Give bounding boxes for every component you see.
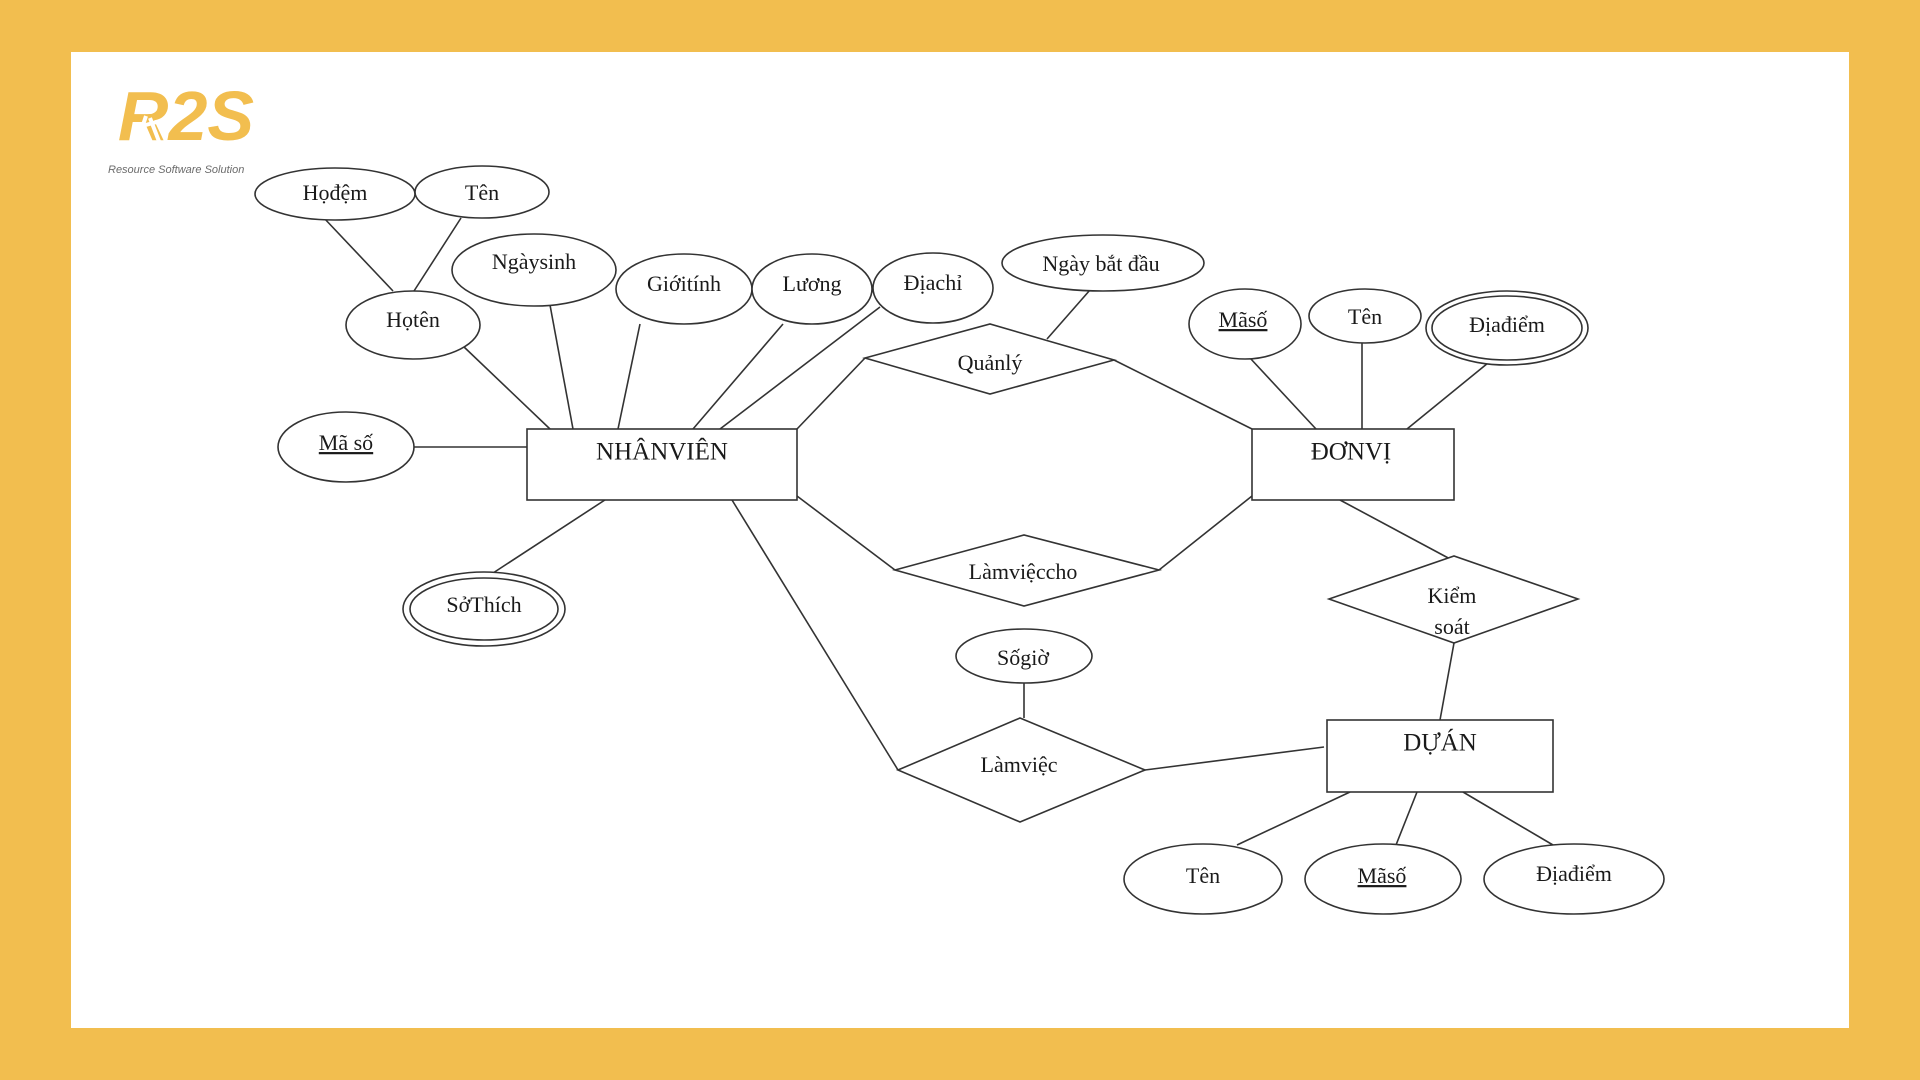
svg-text:Lương: Lương xyxy=(783,271,842,296)
relationship-quanly-label: Quảnlý xyxy=(958,350,1023,375)
svg-text:Họtên: Họtên xyxy=(386,307,440,332)
attribute-donvi-diadiem-multivalued: Địađiểm xyxy=(1425,290,1589,366)
relationship-kiem-soat: Kiểm soát xyxy=(1326,555,1581,644)
logo-tagline: Resource Software Solution xyxy=(108,164,245,176)
relationship-quanly: Quảnlý xyxy=(862,323,1117,395)
svg-text:Địađiểm: Địađiểm xyxy=(1536,861,1612,886)
svg-text:Tên: Tên xyxy=(465,180,499,205)
svg-text:Ngày bắt đầu: Ngày bắt đầu xyxy=(1042,251,1159,276)
entity-duan-label: DỰÁN xyxy=(1403,729,1477,757)
attribute-gioitinh: Giớitính xyxy=(615,253,753,325)
svg-text:Tên: Tên xyxy=(1348,304,1382,329)
attribute-hodem: Họđệm xyxy=(254,167,416,221)
svg-text:Ngàysinh: Ngàysinh xyxy=(492,249,576,274)
svg-text:Mãsố: Mãsố xyxy=(1219,307,1268,332)
entity-nhanvien: NHÂNVIÊN xyxy=(526,428,798,501)
relationship-kiem-soat-label-2: soát xyxy=(1434,614,1469,639)
entity-donvi: ĐƠNVỊ xyxy=(1251,428,1455,501)
relationship-lamviec: Làmviệc xyxy=(895,717,1148,823)
attribute-sothich-multivalued: SởThích xyxy=(402,571,566,647)
logo-figure-icon xyxy=(144,102,156,114)
attribute-hoten: Họtên xyxy=(345,290,481,360)
svg-text:SởThích: SởThích xyxy=(446,592,521,617)
attribute-sogio: Sốgiờ xyxy=(955,628,1093,684)
entity-duan: DỰÁN xyxy=(1326,719,1554,793)
svg-text:Tên: Tên xyxy=(1186,863,1220,888)
svg-text:Họđệm: Họđệm xyxy=(303,180,368,205)
connectors xyxy=(322,216,1554,846)
attribute-duan-diadiem: Địađiểm xyxy=(1483,843,1665,915)
attribute-ngaysinh: Ngàysinh xyxy=(451,233,617,307)
svg-text:Địađiểm: Địađiểm xyxy=(1469,312,1545,337)
relationship-lamviec-cho: Làmviệccho xyxy=(891,534,1163,607)
attribute-donvi-ten: Tên xyxy=(1308,288,1422,344)
svg-text:Địachỉ: Địachỉ xyxy=(904,270,963,295)
svg-text:Mãsố: Mãsố xyxy=(1358,863,1407,888)
svg-text:Sốgiờ: Sốgiờ xyxy=(997,645,1049,670)
entity-nhanvien-label: NHÂNVIÊN xyxy=(596,438,728,466)
entity-donvi-label: ĐƠNVỊ xyxy=(1311,439,1392,466)
attribute-luong: Lương xyxy=(751,253,873,325)
svg-text:Giớitính: Giớitính xyxy=(647,271,721,296)
attribute-ngay-bat-dau: Ngày bắt đầu xyxy=(1001,234,1205,292)
attribute-maso-key: Mã số xyxy=(277,411,415,483)
svg-text:Mã số: Mã số xyxy=(319,430,373,455)
relationship-lamviec-label: Làmviệc xyxy=(981,752,1058,777)
attribute-donvi-maso-key: Mãsố xyxy=(1188,288,1302,360)
logo-wordmark: R2S xyxy=(118,86,254,155)
attribute-duan-maso-key: Mãsố xyxy=(1304,843,1462,915)
attribute-duan-ten: Tên xyxy=(1123,843,1283,915)
relationship-lamviec-cho-label: Làmviệccho xyxy=(969,559,1078,584)
attribute-diachi: Địachỉ xyxy=(872,252,994,324)
attribute-ten: Tên xyxy=(414,165,550,219)
relationship-kiem-soat-label-1: Kiểm xyxy=(1428,583,1477,608)
r2s-logo: R2S xyxy=(118,86,254,155)
